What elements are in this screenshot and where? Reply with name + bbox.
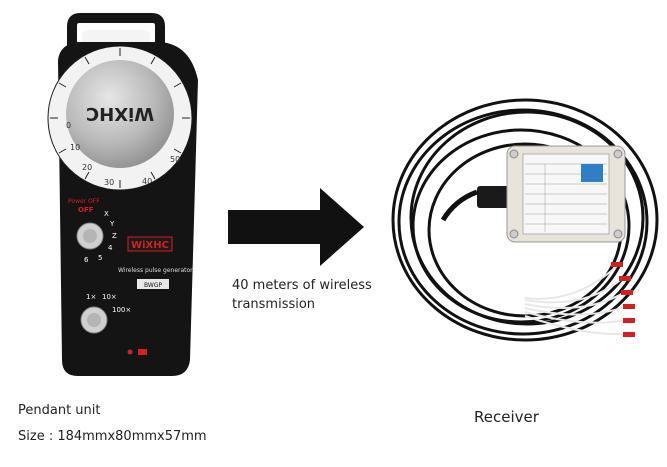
axis-selector-knob xyxy=(76,222,104,250)
receiver-box xyxy=(506,145,626,243)
dial-number: 0 xyxy=(66,121,71,130)
axis-label: 5 xyxy=(98,254,102,262)
receiver-label: Receiver xyxy=(474,408,539,426)
step-selector-knob xyxy=(80,306,108,334)
step-label: 10× xyxy=(102,293,117,301)
axis-label: Z xyxy=(112,232,117,240)
dial-number: 50 xyxy=(170,155,180,164)
axis-label: Y xyxy=(109,220,115,228)
arrow-caption-line1: 40 meters of wireless xyxy=(232,278,372,293)
dial-number: 20 xyxy=(82,163,92,172)
device-description: Wireless pulse generator xyxy=(118,267,193,274)
pendant-unit-image: WiXHC 0 10 20 30 40 50 Power OFF OFF X Y… xyxy=(47,13,198,376)
step-label: 1× xyxy=(86,293,96,301)
step-label: 100× xyxy=(112,306,131,314)
device-model: BWGP xyxy=(144,282,162,289)
power-off-label: Power OFF xyxy=(68,198,100,205)
dial-number: 30 xyxy=(104,178,114,187)
receiver-image xyxy=(391,98,659,342)
axis-label: 4 xyxy=(108,244,113,252)
brand-badge: WiXHC xyxy=(131,240,169,251)
arrow-caption-line2: transmission xyxy=(232,297,316,312)
pendant-unit-label: Pendant unit xyxy=(18,403,101,418)
dial-brand-logo: WiXHC xyxy=(86,103,154,124)
dial-number: 10 xyxy=(70,143,80,152)
axis-label: 6 xyxy=(84,256,89,264)
off-label: OFF xyxy=(78,206,94,214)
arrow-right-icon xyxy=(228,188,364,266)
dial-number: 40 xyxy=(142,177,152,186)
size-label: Size : 184mmx80mmx57mm xyxy=(18,429,207,444)
arrow-caption: 40 meters of wireless transmission xyxy=(232,276,372,314)
axis-label: X xyxy=(104,210,109,218)
handwheel-dial: WiXHC 0 10 20 30 40 50 xyxy=(47,45,193,191)
